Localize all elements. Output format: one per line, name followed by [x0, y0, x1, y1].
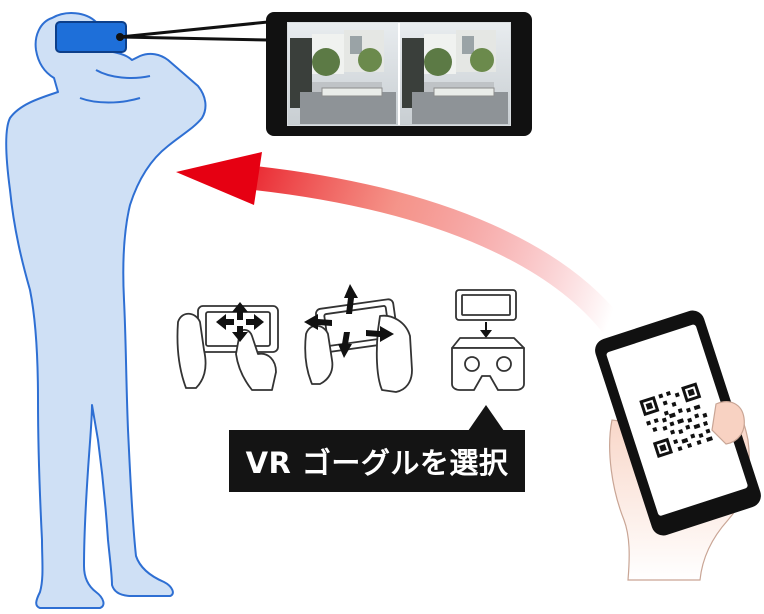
- person-silhouette: [5, 12, 207, 609]
- hand-holding-phone-with-qr-code-icon: [595, 310, 761, 581]
- curved-transfer-arrow: [176, 152, 622, 333]
- arrow-head: [176, 152, 262, 205]
- select-vr-goggles-callout: VR ゴーグルを選択: [229, 430, 525, 492]
- view-link-line-lower: [119, 35, 269, 42]
- callout-label: VR ゴーグルを選択: [245, 446, 509, 480]
- arm-fold-line: [79, 69, 151, 104]
- stereo-view-smartphone-icon: [266, 12, 532, 136]
- swipe-gesture-icon: [176, 302, 279, 391]
- person-wearing-vr-goggles-icon: [5, 12, 269, 609]
- callout-pointer: [468, 405, 504, 431]
- view-link-line: [119, 20, 269, 39]
- arrow-shaft: [253, 166, 622, 333]
- vr-goggles-icon: [55, 21, 127, 53]
- rotate-phone-gesture-icon: [304, 284, 413, 393]
- insert-phone-into-goggles-icon: [451, 289, 525, 391]
- thumb: [711, 401, 745, 445]
- stereo-right-image: [400, 23, 510, 125]
- qr-code-icon: [636, 379, 718, 461]
- stereo-left-image: [288, 23, 398, 125]
